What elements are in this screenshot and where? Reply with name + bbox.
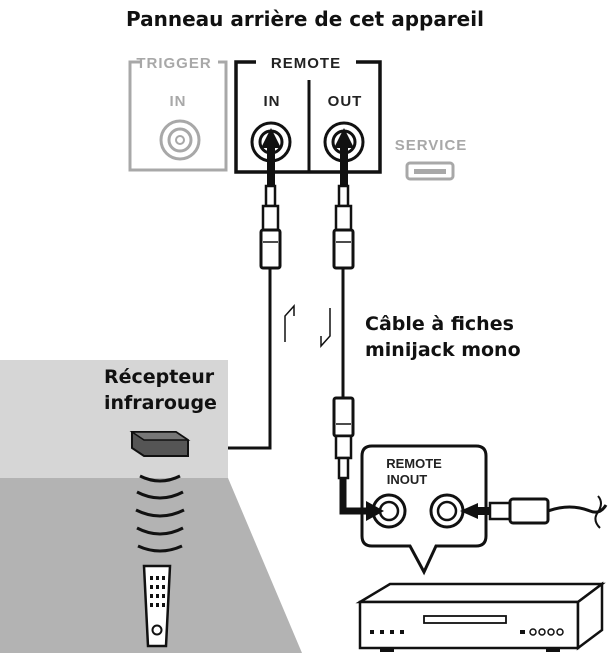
trigger-frame xyxy=(128,60,228,172)
remote-out-arrow-shaft xyxy=(340,146,348,186)
receiver-label-line2: infrarouge xyxy=(104,392,217,414)
cd-player-icon xyxy=(355,581,606,652)
out-plug-icon xyxy=(332,184,355,270)
remote-out-arrowhead xyxy=(334,128,354,148)
remote-out-label: OUT xyxy=(328,93,363,110)
cable-label-line1: Câble à fiches xyxy=(365,313,514,335)
chained-plug-icon xyxy=(460,495,608,529)
remote-section: REMOTE IN OUT xyxy=(234,55,382,186)
device-remote-label: REMOTE xyxy=(386,456,442,471)
trigger-label: TRIGGER xyxy=(136,55,211,72)
service-section: SERVICE xyxy=(395,137,468,181)
room-scene: Récepteur infrarouge xyxy=(0,360,302,653)
room-wall xyxy=(0,360,228,478)
cable-label-line2: minijack mono xyxy=(365,339,521,361)
signal-down-arrow-icon xyxy=(320,308,331,348)
device-inout-label: INOUT xyxy=(387,472,428,487)
receiver-label-line1: Récepteur xyxy=(104,366,215,388)
infrared-signal-icon xyxy=(135,474,185,553)
trigger-in-jack-icon xyxy=(159,119,201,161)
remote-in-arrow-shaft xyxy=(267,146,275,186)
trigger-in-label: IN xyxy=(170,93,187,110)
device-in-arrow-line xyxy=(339,478,370,515)
service-label: SERVICE xyxy=(395,137,468,154)
device-plug-icon xyxy=(332,396,355,480)
diagram-title: Panneau arrière de cet appareil xyxy=(126,7,484,31)
remote-in-label: IN xyxy=(264,93,281,110)
remote-in-arrowhead xyxy=(261,128,281,148)
remote-control-icon xyxy=(142,564,172,648)
device-out-jack-icon xyxy=(429,493,465,529)
trigger-section: TRIGGER IN xyxy=(128,55,228,172)
remote-label: REMOTE xyxy=(271,55,341,72)
signal-up-arrow-icon xyxy=(284,304,295,342)
in-plug-icon xyxy=(259,184,282,270)
ir-receiver-icon xyxy=(129,431,191,457)
rear-panel: TRIGGER IN REMOTE IN OUT xyxy=(128,55,468,186)
device-in-arrowhead xyxy=(366,501,384,521)
